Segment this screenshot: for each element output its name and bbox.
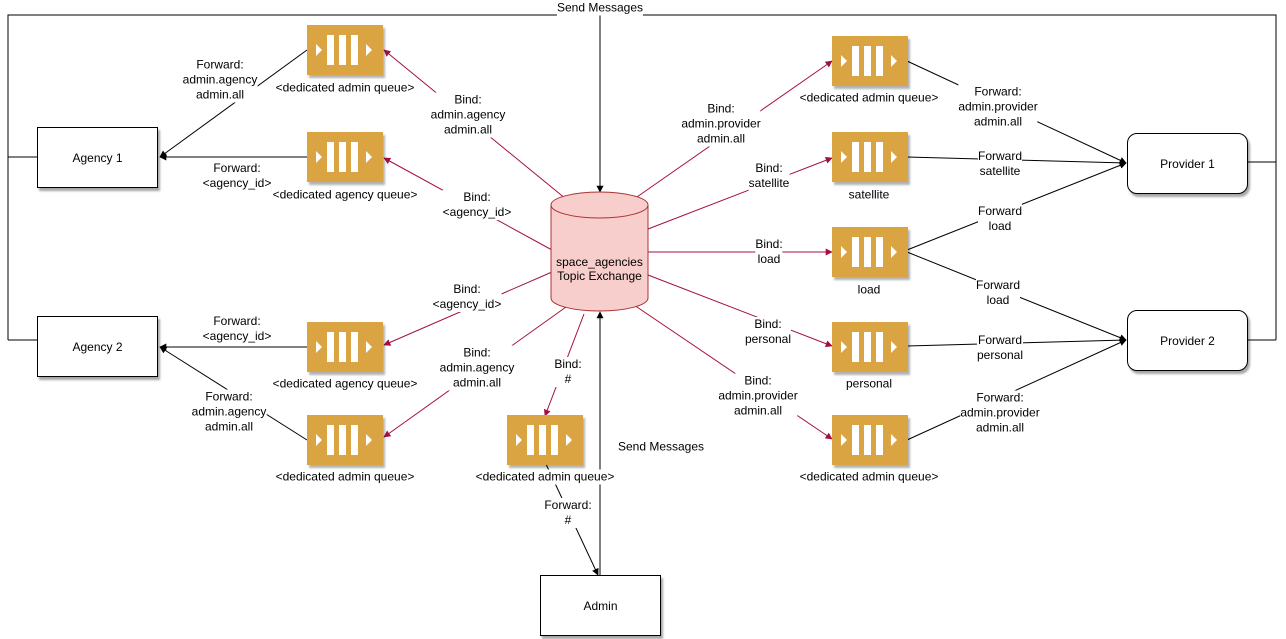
- queue-icon[interactable]: [307, 415, 383, 465]
- send-messages-top-label: Send Messages: [556, 0, 644, 16]
- queue-label-personal: personal: [845, 376, 893, 392]
- edge-label-bind-personal: Bind:personal: [744, 317, 792, 347]
- agency2-node[interactable]: Agency 2: [37, 316, 158, 377]
- edge-label-bind-load: Bind:load: [755, 237, 783, 267]
- queue-icon[interactable]: [832, 227, 908, 277]
- queue-label-p-admin-bottom: <dedicated admin queue>: [799, 469, 939, 485]
- queue-label-satellite: satellite: [848, 187, 890, 203]
- edge-label-bind-satellite: Bind:satellite: [748, 161, 790, 191]
- edge-label-bind-a2-agency: Bind:<agency_id>: [432, 282, 502, 312]
- queue-icon[interactable]: [832, 36, 908, 86]
- exchange-cylinder: [550, 191, 649, 312]
- agency2-label: Agency 2: [72, 339, 123, 354]
- fwd-edge-p-admin-bottom: [906, 339, 1127, 441]
- queue-icon[interactable]: [832, 415, 908, 465]
- queue-label-a2-agency: <dedicated agency queue>: [272, 376, 418, 392]
- admin-label: Admin: [583, 598, 618, 613]
- fwd-edge-a1-admin: [159, 49, 308, 158]
- queue-icon[interactable]: [307, 132, 383, 182]
- edge-label-fwd-a1-agency: Forward:<agency_id>: [202, 161, 272, 191]
- agency1-node[interactable]: Agency 1: [37, 127, 158, 188]
- queue-label-a2-admin: <dedicated admin queue>: [275, 469, 415, 485]
- provider2-label: Provider 2: [1160, 333, 1215, 348]
- queue-icon[interactable]: [832, 322, 908, 372]
- queue-label-load: load: [857, 282, 881, 298]
- queue-label-admin: <dedicated admin queue>: [475, 469, 615, 485]
- queue-label-p-admin-top: <dedicated admin queue>: [799, 90, 939, 106]
- queue-icon[interactable]: [307, 322, 383, 372]
- bind-edge-personal: [647, 274, 833, 347]
- provider1-label: Provider 1: [1160, 156, 1215, 171]
- bind-edge-satellite: [647, 157, 833, 230]
- edge-label-bind-admin: Bind:#: [554, 357, 582, 387]
- provider1-node[interactable]: Provider 1: [1127, 133, 1248, 194]
- agency1-label: Agency 1: [72, 150, 123, 165]
- provider2-node[interactable]: Provider 2: [1127, 310, 1248, 371]
- queue-icon[interactable]: [307, 25, 383, 75]
- edge-label-bind-a1-agency: Bind:<agency_id>: [442, 190, 512, 220]
- queue-icon[interactable]: [507, 415, 583, 465]
- edge-label-fwd-a2-agency: Forward:<agency_id>: [202, 314, 272, 344]
- admin-node[interactable]: Admin: [540, 575, 661, 636]
- exchange-name: space_agencies: [556, 255, 643, 269]
- queue-icon[interactable]: [832, 132, 908, 182]
- bind-edge-p-admin-bottom: [633, 304, 833, 440]
- queue-label-a1-agency: <dedicated agency queue>: [272, 187, 418, 203]
- queue-label-a1-admin: <dedicated admin queue>: [275, 80, 415, 96]
- edge-label-fwd-admin: Forward:#: [544, 498, 592, 528]
- exchange-type: Topic Exchange: [557, 269, 642, 283]
- exchange-label: space_agencies Topic Exchange: [551, 255, 648, 283]
- edge-label-send-admin: Send Messages: [617, 439, 705, 455]
